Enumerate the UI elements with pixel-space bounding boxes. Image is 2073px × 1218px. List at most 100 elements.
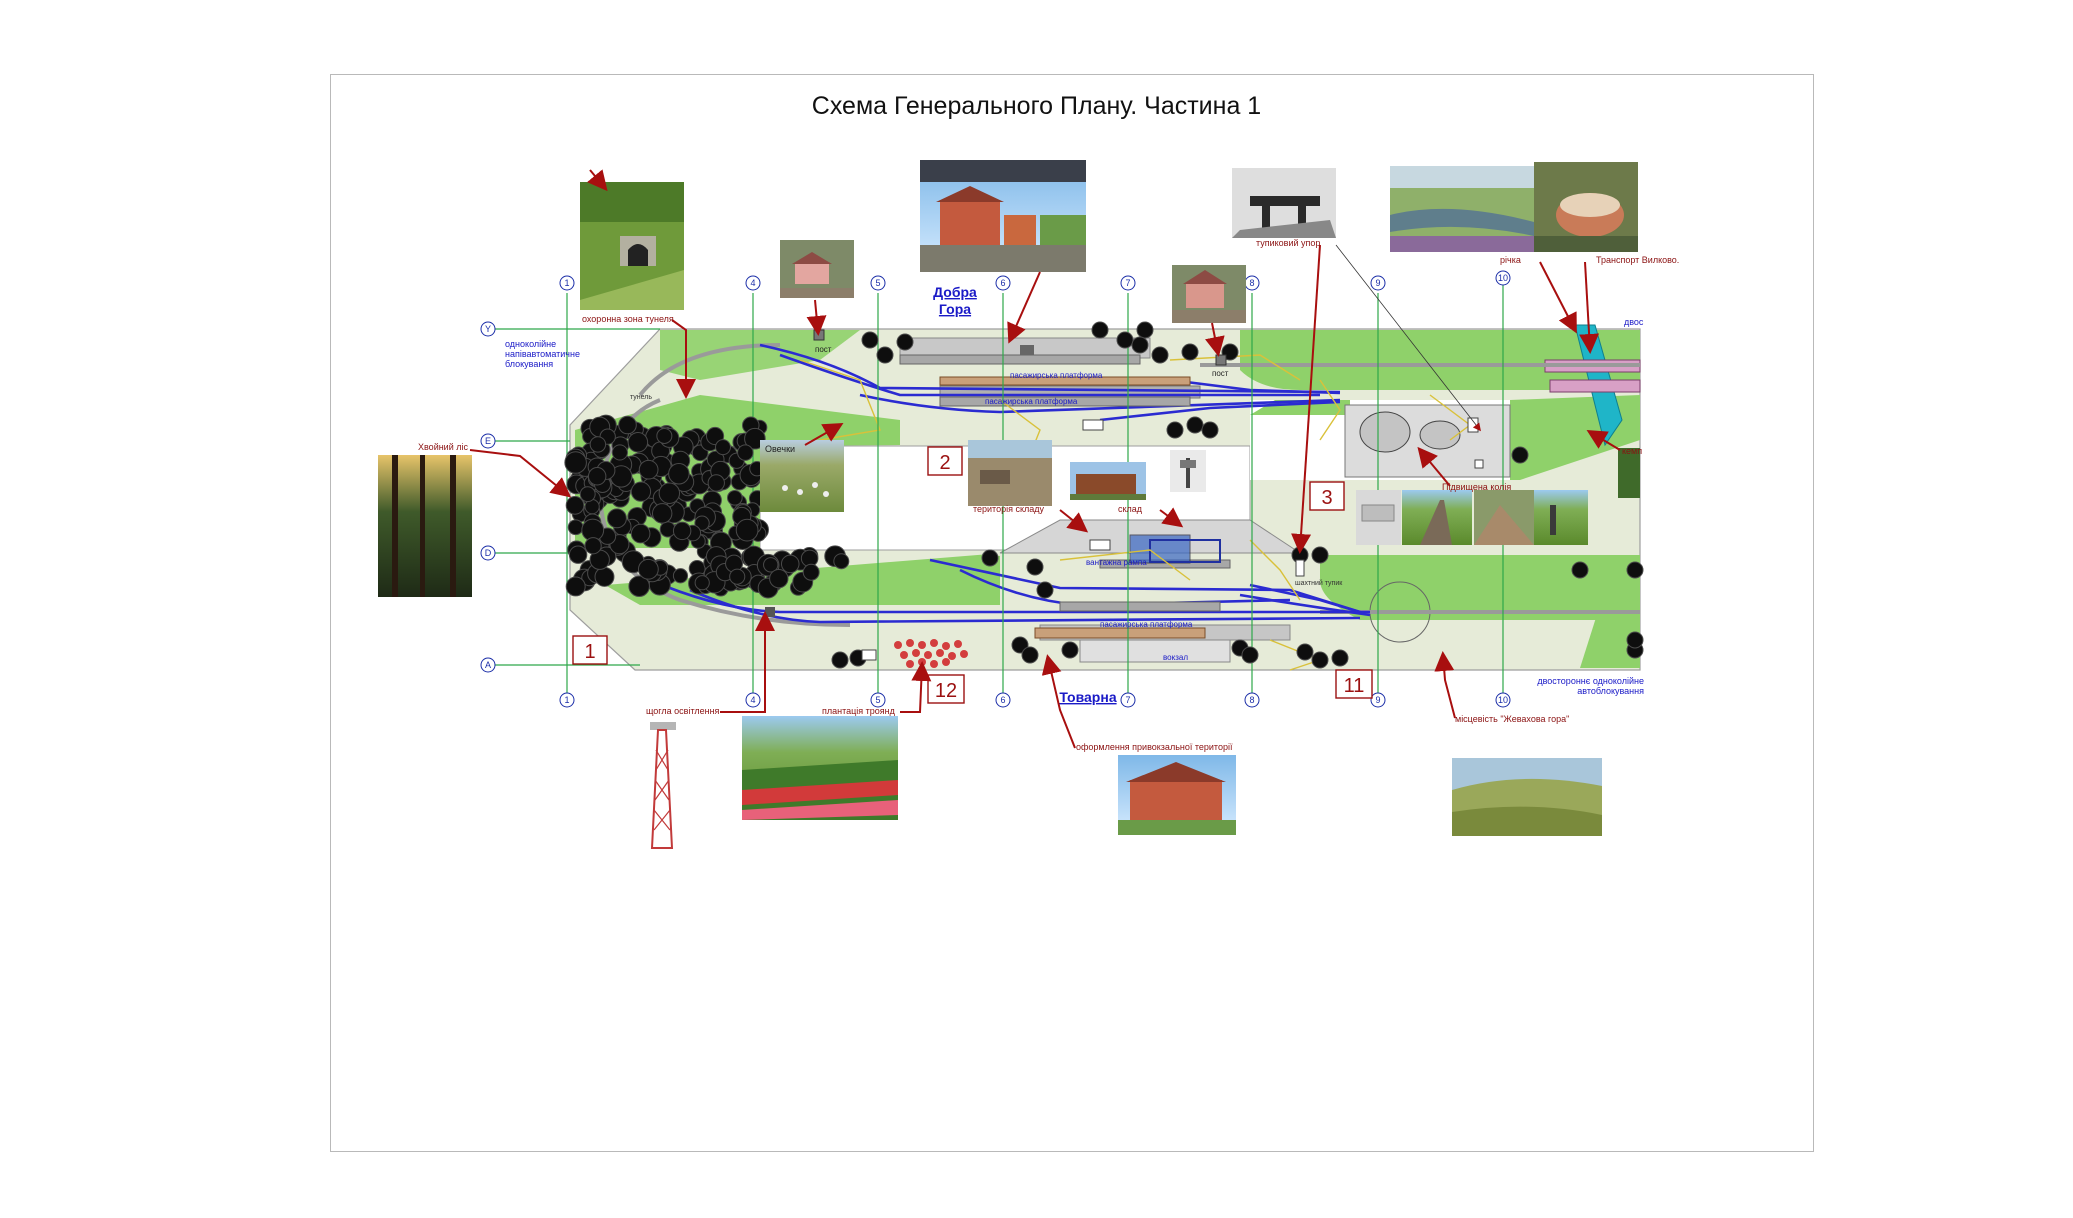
zone-1: 1 — [572, 635, 608, 665]
tree — [1166, 421, 1184, 439]
svg-text:1: 1 — [564, 695, 569, 705]
tree — [638, 459, 659, 480]
svg-text:10: 10 — [1498, 695, 1508, 705]
grid-col-6: 6 6 — [995, 275, 1011, 708]
grid-col-10: 10 10 — [1495, 270, 1511, 708]
photo-roses — [742, 716, 898, 820]
label-dead-end: тупиковий упор — [1256, 238, 1320, 248]
svg-text:1: 1 — [564, 278, 569, 288]
tree — [1151, 346, 1169, 364]
grid-col-1: 1 1 — [559, 275, 575, 708]
tree — [579, 486, 596, 503]
label-sheep: Овечки — [765, 444, 795, 454]
svg-text:6: 6 — [1000, 695, 1005, 705]
photo-warehouse — [1070, 462, 1146, 500]
label-conifer-forest: Хвойний ліс — [418, 442, 468, 452]
svg-text:10: 10 — [1498, 273, 1508, 283]
svg-text:5: 5 — [875, 695, 880, 705]
photo-station-area — [1118, 755, 1236, 835]
label-roses: плантація троянд — [822, 706, 896, 716]
photo-station-top — [920, 160, 1086, 272]
svg-text:1: 1 — [584, 641, 595, 663]
svg-text:4: 4 — [750, 278, 755, 288]
trees — [564, 321, 1644, 669]
grid-row-E: E — [480, 433, 496, 449]
tree — [780, 554, 800, 574]
photo-elevated-4 — [1534, 490, 1588, 545]
tree — [1061, 641, 1079, 659]
label-two-way-top: двос — [1624, 317, 1644, 327]
tree — [627, 432, 649, 453]
station-names: Добра Гора Товарна — [933, 284, 1117, 705]
tree — [1136, 321, 1154, 339]
label-locality: місцевість "Жевахова гора" — [1455, 714, 1569, 724]
tree — [1091, 321, 1109, 339]
tree — [896, 333, 914, 351]
tree — [584, 537, 602, 555]
tree — [568, 545, 588, 564]
label-warehouse: склад — [1118, 504, 1143, 514]
tree — [1626, 561, 1644, 579]
grid-bubbles: 1 1 4 4 5 5 6 6 7 7 8 8 9 9 10 10 Y E D … — [480, 270, 1511, 708]
tree — [861, 331, 879, 349]
tree — [802, 563, 820, 581]
svg-text:7: 7 — [1125, 278, 1130, 288]
tree — [726, 489, 743, 506]
label-passenger-platform-1: пасажирська платформа — [1010, 371, 1103, 380]
layout-markers — [765, 329, 1484, 668]
photo-mast — [650, 722, 676, 849]
label-warehouse-area: територія складу — [973, 504, 1045, 514]
platforms — [899, 354, 1231, 639]
tree — [1241, 646, 1259, 664]
svg-text:4: 4 — [750, 695, 755, 705]
photo-post-2 — [1172, 265, 1246, 323]
label-river: річка — [1500, 255, 1521, 265]
photo-transport — [1534, 162, 1638, 252]
tree — [1311, 651, 1329, 669]
tree — [694, 515, 710, 531]
tree — [668, 463, 690, 485]
tree — [833, 553, 850, 570]
tree — [981, 549, 999, 567]
svg-text:Y: Y — [485, 324, 491, 334]
label-passenger-platform-2: пасажирська платформа — [985, 397, 1078, 406]
svg-text:E: E — [485, 436, 491, 446]
tree — [737, 444, 754, 461]
svg-text:12: 12 — [935, 680, 957, 702]
annotations: охоронна зона тунеля тунель пост пост Хв… — [418, 238, 1679, 752]
tree — [594, 566, 615, 587]
svg-text:9: 9 — [1375, 278, 1380, 288]
photo-camping — [1618, 448, 1640, 498]
tree — [735, 518, 759, 542]
svg-text:9: 9 — [1375, 695, 1380, 705]
tree — [1296, 643, 1314, 661]
tree — [630, 523, 651, 544]
note-single-track: одноколійне напівавтоматичне блокування — [505, 339, 580, 369]
label-passenger-platform-3: пасажирська платформа — [1100, 620, 1193, 629]
tree — [876, 346, 894, 364]
photos — [378, 160, 1640, 849]
svg-text:D: D — [485, 548, 492, 558]
svg-text:8: 8 — [1249, 278, 1254, 288]
tree — [606, 508, 627, 529]
label-elevated-tracks: Підвищена колія — [1442, 482, 1511, 492]
photo-post — [780, 240, 854, 298]
tree — [630, 481, 652, 502]
grid-col-5: 5 5 — [870, 275, 886, 708]
zone-12: 12 — [927, 674, 965, 704]
note-two-way-bottom: двостороннє одноколійне автоблокування — [1537, 676, 1644, 696]
svg-text:A: A — [485, 660, 491, 670]
grid-col-4: 4 4 — [745, 275, 761, 708]
svg-text:6: 6 — [1000, 278, 1005, 288]
zone-2: 2 — [927, 446, 963, 476]
tree — [651, 503, 673, 524]
photo-river — [1390, 166, 1534, 252]
tree — [672, 568, 689, 584]
zone-11: 11 — [1335, 669, 1373, 699]
tree — [1116, 331, 1134, 349]
tree — [1511, 446, 1529, 464]
tree — [1626, 631, 1644, 649]
photo-bufferstop — [1232, 168, 1336, 238]
zone-3: 3 — [1309, 481, 1345, 511]
